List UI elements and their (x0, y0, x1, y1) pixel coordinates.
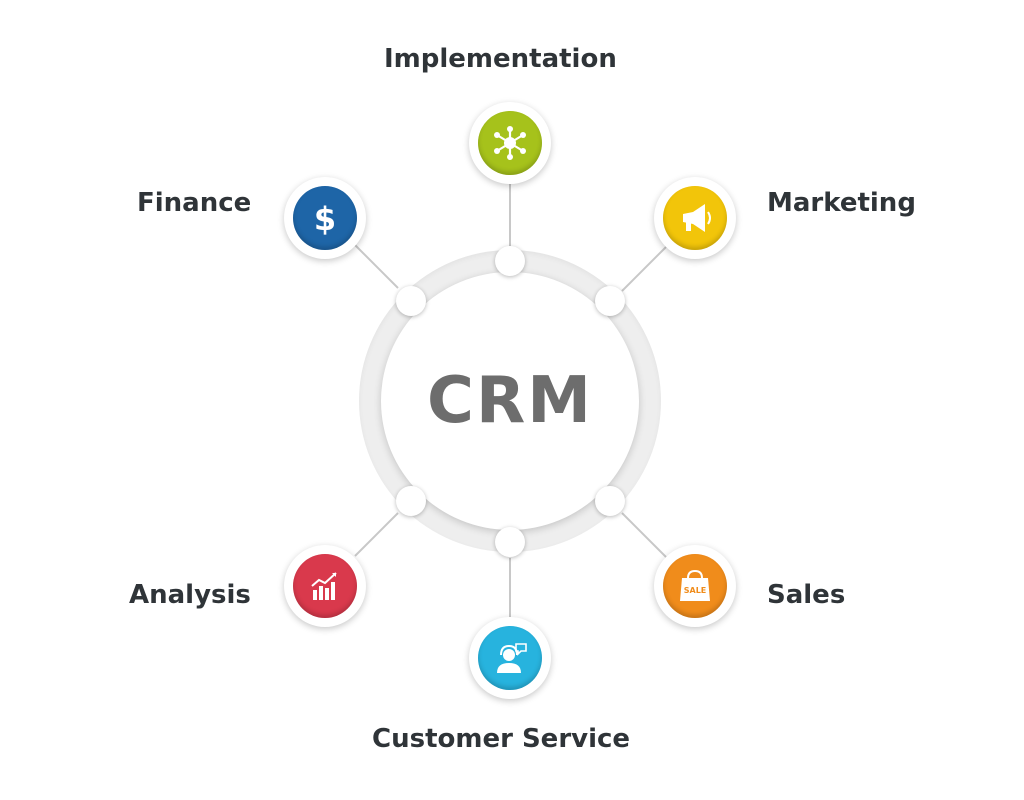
growth-chart-icon (311, 572, 337, 600)
junction-dot-finance (396, 286, 426, 316)
crm-center-circle (381, 272, 639, 530)
label-analysis: Analysis (129, 580, 251, 610)
junction-dot-sales (595, 486, 625, 516)
junction-dot-implementation (495, 246, 525, 276)
node-analysis (284, 545, 366, 627)
shopping-bag-icon: SALE (680, 569, 710, 601)
junction-dot-customer-service (495, 527, 525, 557)
connector-marketing (621, 244, 669, 292)
svg-text:$: $ (314, 200, 336, 238)
svg-text:SALE: SALE (684, 586, 707, 595)
crm-center-label: CRM (427, 364, 593, 438)
node-finance: $ (284, 177, 366, 259)
node-sales: SALE (654, 545, 736, 627)
node-customer-service (469, 617, 551, 699)
junction-dot-marketing (595, 286, 625, 316)
connector-analysis (354, 512, 399, 557)
label-customer-service: Customer Service (372, 724, 631, 754)
connector-finance (354, 244, 399, 289)
label-implementation: Implementation (384, 44, 617, 74)
label-sales: Sales (767, 580, 846, 610)
label-marketing: Marketing (767, 188, 916, 218)
dollar-icon: $ (314, 200, 336, 238)
support-agent-icon (497, 643, 527, 673)
node-marketing (654, 177, 736, 259)
junction-dot-analysis (396, 486, 426, 516)
connector-sales (621, 512, 669, 560)
label-finance: Finance (137, 188, 252, 218)
network-icon (494, 126, 526, 160)
megaphone-icon (683, 204, 711, 232)
node-implementation (469, 102, 551, 184)
